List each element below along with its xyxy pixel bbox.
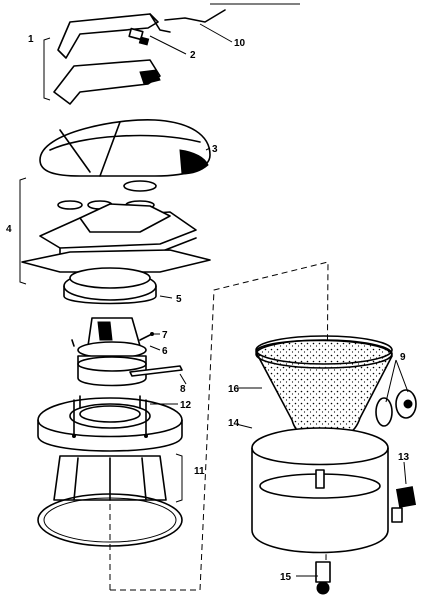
cone-filter [255, 335, 393, 443]
callout-part-4: 4 [6, 224, 12, 235]
filter-plate-assembly [19, 177, 211, 285]
callout-part-6: 6 [162, 346, 168, 357]
callout-part-8: 8 [180, 384, 186, 395]
bracket-part-1 [43, 37, 51, 101]
callout-part-16: 16 [228, 384, 240, 395]
leader-lines [149, 23, 409, 577]
callout-part-1: 1 [28, 34, 34, 45]
handle-bar-upper [57, 13, 159, 59]
side-latch [391, 486, 417, 523]
callout-part-3: 3 [212, 144, 218, 155]
callout-part-10: 10 [234, 38, 246, 49]
callout-part-13: 13 [398, 452, 410, 463]
callout-labels: 1 2 3 4 5 6 7 8 9 10 11 12 13 14 15 16 [6, 34, 410, 583]
callout-part-14: 14 [228, 418, 240, 429]
callout-part-15: 15 [280, 572, 292, 583]
guide-line-right [199, 261, 329, 591]
fin-assembly [53, 453, 183, 503]
callout-part-12: 12 [180, 400, 192, 411]
handle-assembly [43, 3, 300, 105]
seal-ring [63, 267, 157, 305]
callout-part-5: 5 [176, 294, 182, 305]
switch-block [128, 27, 144, 41]
callout-part-2: 2 [190, 50, 196, 61]
callout-part-9: 9 [400, 352, 406, 363]
cable [164, 9, 226, 23]
base-housing [37, 395, 183, 452]
callout-part-11: 11 [194, 466, 205, 477]
motor-cover [39, 119, 211, 177]
motor [71, 317, 183, 387]
latch-knobs [375, 389, 417, 427]
callout-part-7: 7 [162, 330, 168, 341]
collection-tank [251, 427, 389, 595]
